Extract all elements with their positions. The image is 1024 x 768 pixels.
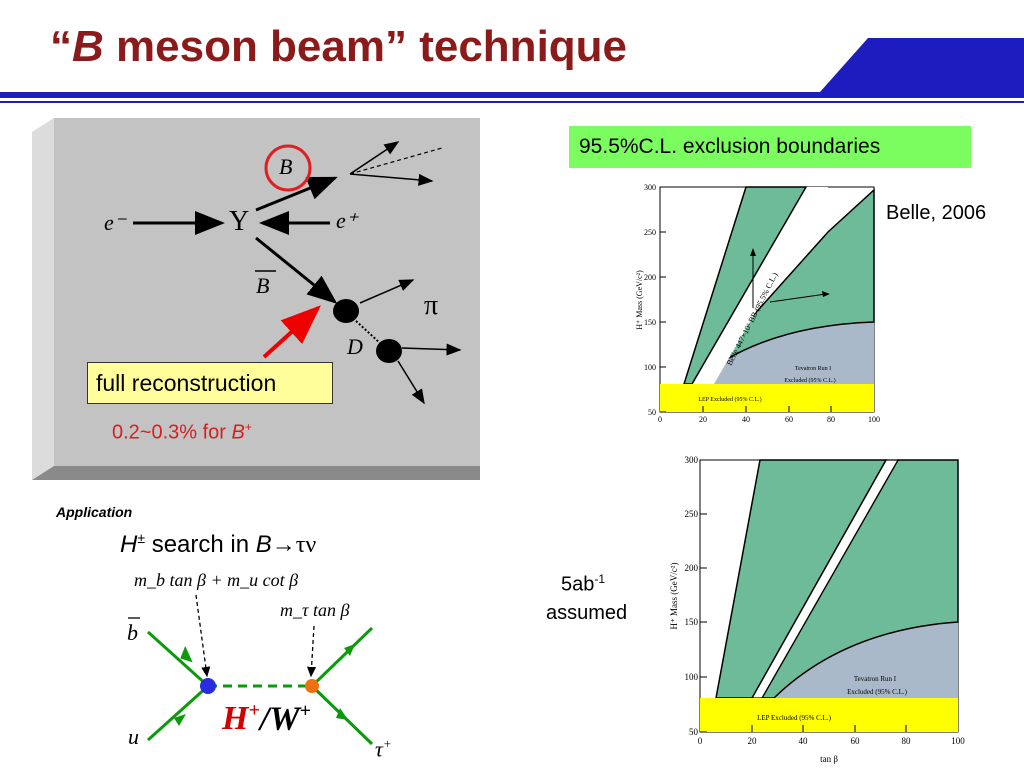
d-meson-label: D [347,334,363,359]
b-highlight-circle [264,144,312,192]
header-accent-shape [820,38,1024,92]
upsilon-label: Y [229,206,250,237]
pion-label: π [424,290,439,321]
top-ytick-300: 300 [644,183,656,192]
coupling-left-pointer [195,594,211,678]
top-ytick-250: 250 [644,228,656,237]
top-ytick-50: 50 [648,408,656,417]
b-decay-line-2 [349,147,443,175]
bbar-arrow [255,236,338,304]
top-tevatron-sub: Excluded (95% C.L.) [784,377,835,384]
bottom-xtick-40: 40 [799,736,809,746]
exclusion-banner: 95.5%C.L. exclusion boundaries [569,126,971,168]
d-decay-line-1 [401,343,462,356]
bottom-ytick-300: 300 [685,455,699,465]
vertex-right [305,679,319,693]
top-ytick-150: 150 [644,318,656,327]
bottom-ytick-150: 150 [685,617,699,627]
top-xtick-100: 100 [868,415,880,424]
bbar-vertex [333,299,359,323]
top-xtick-0: 0 [658,415,662,424]
b-meson-label: B [279,154,293,179]
tau-label: τ+ [375,736,392,762]
bottom-ytick-50: 50 [689,727,699,737]
b-decay-line-1 [349,141,400,175]
d-vertex [376,339,402,363]
header-rule [0,92,1024,98]
u-quark-label: u [128,724,139,749]
belle-2006-source: Belle, 2006 [886,202,987,224]
bbar-quark-label: b [127,620,138,645]
d-flight-line [355,320,382,345]
coupling-left-label: m_b tan β + m_u cot β [134,570,299,590]
b-decay-line-3 [349,173,434,186]
efficiency-note: 0.2~0.3% for B+ [112,420,252,444]
top-exclusion-plot: 300 250 200 150 100 50 0 20 40 60 80 100… [635,183,880,424]
top-tevatron-label: Tevatron Run I [795,366,831,372]
bottom-xtick-100: 100 [951,736,965,746]
bottom-ytick-250: 250 [685,509,699,519]
bbar-meson-label: B [256,273,270,298]
bottom-ytick-200: 200 [685,563,699,573]
search-title: H± search in B→τν [120,530,317,558]
slide-title: “B meson beam” technique [50,22,628,71]
e-plus-label: e⁺ [336,208,358,233]
luminosity-assumed: assumed [546,602,628,624]
b-arrow [255,176,338,212]
top-lep-label: LEP Excluded (95% C.L.) [698,396,761,403]
bottom-xtick-60: 60 [851,736,861,746]
top-ylabel: H⁺ Mass (GeV/c²) [635,270,644,330]
coupling-right-label: m_τ tan β [280,600,350,620]
bottom-ytick-100: 100 [685,672,699,682]
d-decay-line-2 [397,360,425,405]
luminosity-note: 5ab-1 [561,572,606,596]
bbar-propagator [146,630,210,688]
nu-propagator [310,626,374,688]
top-xtick-40: 40 [742,415,750,424]
bottom-ylabel: H⁺ Mass (GeV/c²) [669,563,679,630]
bottom-xtick-80: 80 [902,736,912,746]
bottom-xtick-20: 20 [748,736,758,746]
e-minus-label: e⁻ [104,210,126,235]
higgs-w-label: H+/W+ [222,700,311,738]
top-xtick-60: 60 [785,415,793,424]
top-ytick-100: 100 [644,363,656,372]
header-rule-thin [0,101,1024,103]
full-reconstruction-label: full reconstruction [96,370,277,396]
bottom-xtick-0: 0 [698,736,703,746]
full-reconstruction-box: full reconstruction [87,362,333,404]
vertex-left [200,678,216,694]
bottom-tevatron-sub: Excluded (95% C.L.) [847,688,908,696]
coupling-right-pointer [307,625,317,678]
pi-arrow [359,279,415,304]
top-ytick-200: 200 [644,273,656,282]
bottom-lep-label: LEP Excluded (95% C.L.) [757,714,831,722]
bottom-exclusion-plot: 300 250 200 150 100 50 0 20 40 60 80 100… [669,455,965,764]
bottom-xlabel: tan β [820,754,838,764]
bottom-tevatron-label: Tevatron Run I [854,675,897,683]
application-label: Application [56,504,133,520]
reconstruction-pointer [262,305,321,359]
u-propagator [146,684,210,742]
top-xtick-80: 80 [827,415,835,424]
top-xtick-20: 20 [699,415,707,424]
